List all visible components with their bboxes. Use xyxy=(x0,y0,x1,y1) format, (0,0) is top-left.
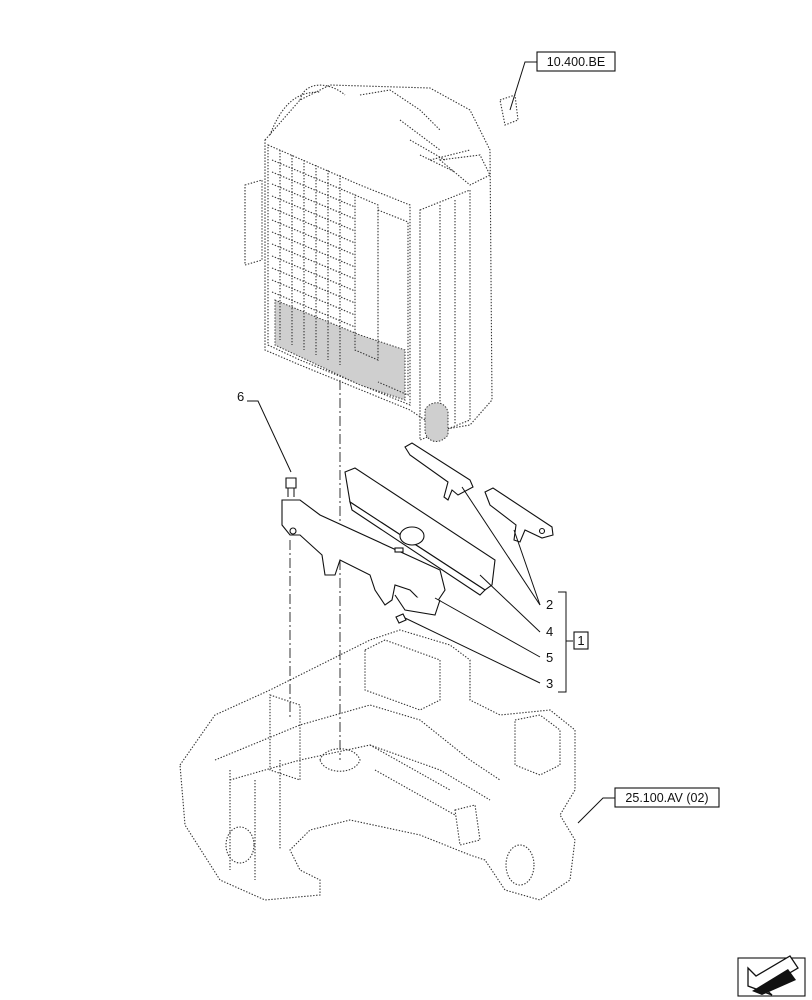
callout-1: 1 xyxy=(577,633,584,648)
radiator-assembly[interactable] xyxy=(244,84,493,442)
callout-6: 6 xyxy=(237,389,244,404)
radiator-ref-callout[interactable]: 10.400.BE xyxy=(499,51,616,126)
callout-3: 3 xyxy=(546,676,553,691)
leader-2a xyxy=(461,486,541,606)
callout-5: 5 xyxy=(546,650,553,665)
small-bracket-a[interactable] xyxy=(404,442,474,501)
callout-4: 4 xyxy=(546,624,553,639)
leader-3 xyxy=(404,617,541,684)
radiator-core xyxy=(271,150,406,401)
leader-2b xyxy=(513,529,541,606)
chassis-frame[interactable] xyxy=(179,629,576,901)
chassis-ref-label: 25.100.AV (02) xyxy=(625,791,708,805)
arrow-icon[interactable] xyxy=(737,955,806,997)
leader-4 xyxy=(479,574,541,633)
radiator-ref-label: 10.400.BE xyxy=(547,55,605,69)
group-callout[interactable]: 1 xyxy=(573,631,589,650)
shroud-plate[interactable] xyxy=(344,467,496,596)
bracket-plate[interactable] xyxy=(281,499,446,616)
callout-2: 2 xyxy=(546,597,553,612)
group-brace xyxy=(558,591,573,693)
chassis-ref-callout[interactable]: 25.100.AV (02) xyxy=(577,787,720,824)
leader-6 xyxy=(247,400,292,473)
leader-5 xyxy=(434,597,541,658)
bolt[interactable] xyxy=(285,477,407,624)
small-bracket-b[interactable] xyxy=(484,487,554,543)
